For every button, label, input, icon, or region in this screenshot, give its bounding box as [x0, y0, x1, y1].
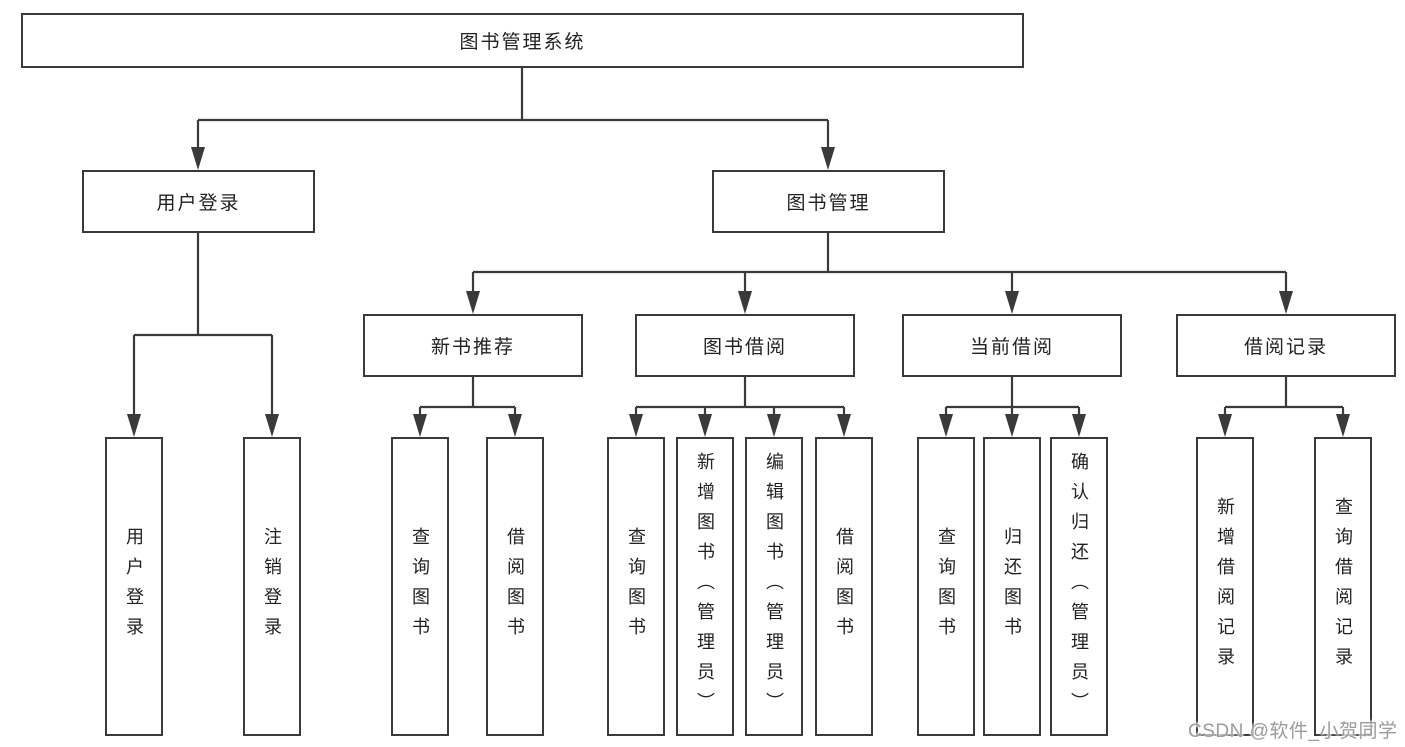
leaf-add-book-admin: 新增图书（管理员） — [676, 437, 734, 736]
arrowhead-icon — [1218, 414, 1232, 437]
arrowhead-icon — [837, 414, 851, 437]
watermark: CSDN @软件_小贺同学 — [1188, 721, 1398, 742]
node-book-management-label: 图书管理 — [786, 193, 871, 214]
node-user-login-label: 用户登录 — [156, 193, 241, 214]
leaf-confirm-return-admin: 确认归还（管理员） — [1050, 437, 1108, 736]
arrowhead-icon — [698, 414, 712, 437]
node-borrowing-records-label: 借阅记录 — [1243, 337, 1328, 358]
connector-new-book-to-leaves — [418, 377, 517, 430]
arrowhead-icon — [767, 414, 781, 437]
node-current-borrowing: 当前借阅 — [902, 314, 1122, 377]
leaf-add-borrow-record: 新增借阅记录 — [1196, 437, 1254, 736]
node-borrowing-records: 借阅记录 — [1176, 314, 1396, 377]
node-book-borrowing: 图书借阅 — [635, 314, 855, 377]
leaf-return-books: 归还图书 — [983, 437, 1041, 736]
leaf-query-books-recommend: 查询图书 — [391, 437, 449, 736]
connector-root-to-level1 — [196, 68, 830, 162]
arrowhead-icon — [939, 414, 953, 437]
arrowhead-icon — [466, 291, 480, 314]
arrowhead-icon — [1279, 291, 1293, 314]
leaf-query-books-borrow: 查询图书 — [607, 437, 665, 736]
node-new-book-recommendation-label: 新书推荐 — [430, 337, 515, 358]
arrowhead-icon — [413, 414, 427, 437]
node-book-management: 图书管理 — [712, 170, 945, 233]
arrowheads — [127, 147, 1350, 437]
connector-book-borrow-to-leaves — [634, 377, 846, 430]
node-current-borrowing-label: 当前借阅 — [969, 337, 1054, 358]
leaf-query-borrow-record: 查询借阅记录 — [1314, 437, 1372, 736]
node-new-book-recommendation: 新书推荐 — [363, 314, 583, 377]
arrowhead-icon — [265, 414, 279, 437]
node-user-login: 用户登录 — [82, 170, 315, 233]
leaf-logout-login: 注销登录 — [243, 437, 301, 736]
node-book-borrowing-label: 图书借阅 — [702, 337, 787, 358]
arrowhead-icon — [1005, 291, 1019, 314]
connector-borrow-record-to-leaves — [1223, 377, 1345, 430]
leaf-query-books-current: 查询图书 — [917, 437, 975, 736]
arrowhead-icon — [1336, 414, 1350, 437]
arrowhead-icon — [508, 414, 522, 437]
node-root: 图书管理系统 — [21, 13, 1024, 68]
arrowhead-icon — [1072, 414, 1086, 437]
arrowhead-icon — [629, 414, 643, 437]
arrowhead-icon — [821, 147, 835, 170]
arrowhead-icon — [738, 291, 752, 314]
leaf-borrow-books-recommend: 借阅图书 — [486, 437, 544, 736]
arrowhead-icon — [127, 414, 141, 437]
arrowhead-icon — [1005, 414, 1019, 437]
leaf-borrow-books: 借阅图书 — [815, 437, 873, 736]
connector-user-login-to-leaves — [132, 233, 274, 430]
arrowhead-icon — [191, 147, 205, 170]
node-root-label: 图书管理系统 — [459, 32, 586, 53]
connector-book-mgmt-to-level2 — [471, 233, 1288, 307]
leaf-edit-book-admin: 编辑图书（管理员） — [745, 437, 803, 736]
leaf-user-login: 用户登录 — [105, 437, 163, 736]
